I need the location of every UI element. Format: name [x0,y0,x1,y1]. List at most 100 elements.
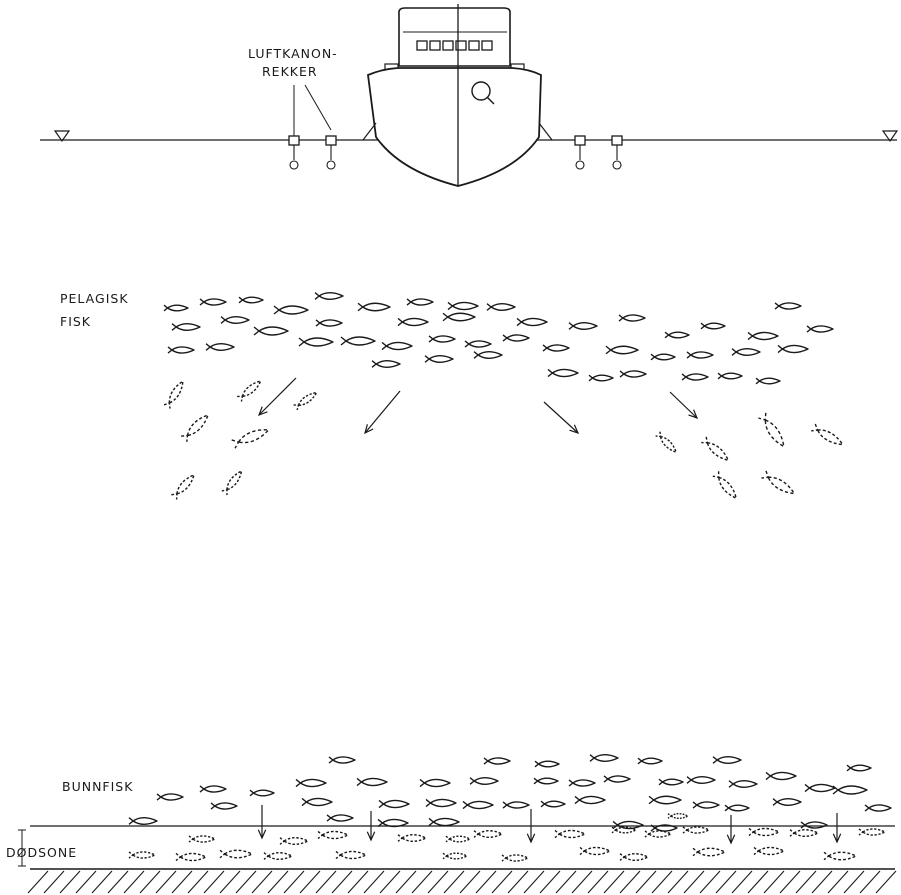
fish-outline [293,391,318,411]
bottom-fish [199,785,227,793]
air-cannon-rows [288,84,623,170]
fish-outline [340,336,376,346]
pelagic-fish [167,346,195,354]
bottom-fish [603,775,631,783]
fish-outline [181,414,209,442]
arrow-head [257,829,267,840]
seabed-hatch [619,870,641,894]
bottom-fish [328,756,356,764]
fish-outline [753,846,785,856]
seabed-hatch [203,870,225,894]
seabed-hatch [315,870,337,894]
arrow-head [366,831,376,842]
seabed-hatch [443,870,465,894]
seabed-hatch [219,870,241,894]
fish-outline [445,835,471,843]
cannon-float [612,160,622,170]
fish-outline [326,814,354,822]
seabed-hatch [875,870,897,894]
dead-bottom-fish [445,835,471,843]
fish-outline [378,799,410,809]
fish-outline [533,777,559,785]
fish-outline [447,301,479,311]
pelagic-fish [371,360,401,368]
dead-bottom-fish [619,853,649,861]
fish-outline [473,830,503,838]
dead-bottom-fish [317,830,349,840]
bottom-fish [540,800,566,808]
hull [367,67,542,187]
fish-movement-arrows [257,377,842,845]
bottom-fish [712,756,742,764]
seabed-hatch [667,870,689,894]
fish-outline [171,474,195,500]
water-level-marker-icon [881,130,899,143]
stunned-pelagic-fish [231,429,270,449]
stunned-pelagic-fish [811,423,844,446]
fish-outline [263,852,293,860]
pelagic-fish [486,303,516,311]
fish-outline [534,760,560,768]
fish-outline [589,754,619,762]
seabed-hatch [107,870,129,894]
fish-outline [681,373,709,381]
seabed-hatch [859,870,881,894]
fish-outline [603,775,631,783]
fish-outline [188,835,216,843]
cannon-label-line2: REKKER [262,64,318,79]
pelagic-fish [424,355,454,363]
bottom-fish [658,778,684,786]
fish-outline [210,802,238,810]
pelagic-fish [605,345,639,355]
stunned-pelagic-fish [221,470,243,496]
air-cannon-icon [325,135,337,146]
sonar-dome-icon [471,81,491,101]
fish-outline [701,436,729,461]
fish-outline [637,757,663,765]
dead-bottom-fish [263,852,293,860]
fish-outline [650,353,676,361]
pelagic-fish [650,353,676,361]
fish-outline [686,776,716,784]
seabed-hatch [715,870,737,894]
water-level-marker-icon [53,130,71,143]
cannon-label-line1: LUFTKANON- [248,46,338,61]
stunned-pelagic-fish [293,391,318,411]
window [455,40,467,51]
dead-bottom-fish [128,851,156,859]
arrow-shaft [258,377,297,416]
pelagic-fish [681,373,709,381]
pelagic-fish [502,334,530,342]
fish-outline [619,370,647,378]
wheelhouse [398,7,511,67]
bottom-fish [686,776,716,784]
shock-arrow [257,805,267,840]
fish-outline [700,322,726,330]
shock-arrow [726,815,736,845]
seabed-hatch [747,870,769,894]
fish-outline [231,429,270,449]
fish-outline [542,344,570,352]
seabed-hatch [91,870,113,894]
fish-outline [156,793,184,801]
flee-arrow [669,391,699,420]
seabed-hatch [155,870,177,894]
bottom-fish [469,777,499,785]
dead-bottom-fish [611,826,637,834]
pelagic-fish [747,331,779,341]
fish-outline [501,854,529,862]
bottom-fish [425,798,457,808]
dead-bottom-fish [692,847,726,857]
fish-outline [658,778,684,786]
fish-outline [356,777,388,787]
pelagic-fish [755,377,781,385]
seabed-hatch [843,870,865,894]
pelagic-fish [220,316,250,324]
seabed-hatch [43,870,65,894]
seabed-hatch [827,870,849,894]
seabed-hatch [683,870,705,894]
dead-bottom-fish [682,826,710,834]
fish-outline [605,345,639,355]
fish-outline [747,331,779,341]
fish-outline [554,829,586,839]
